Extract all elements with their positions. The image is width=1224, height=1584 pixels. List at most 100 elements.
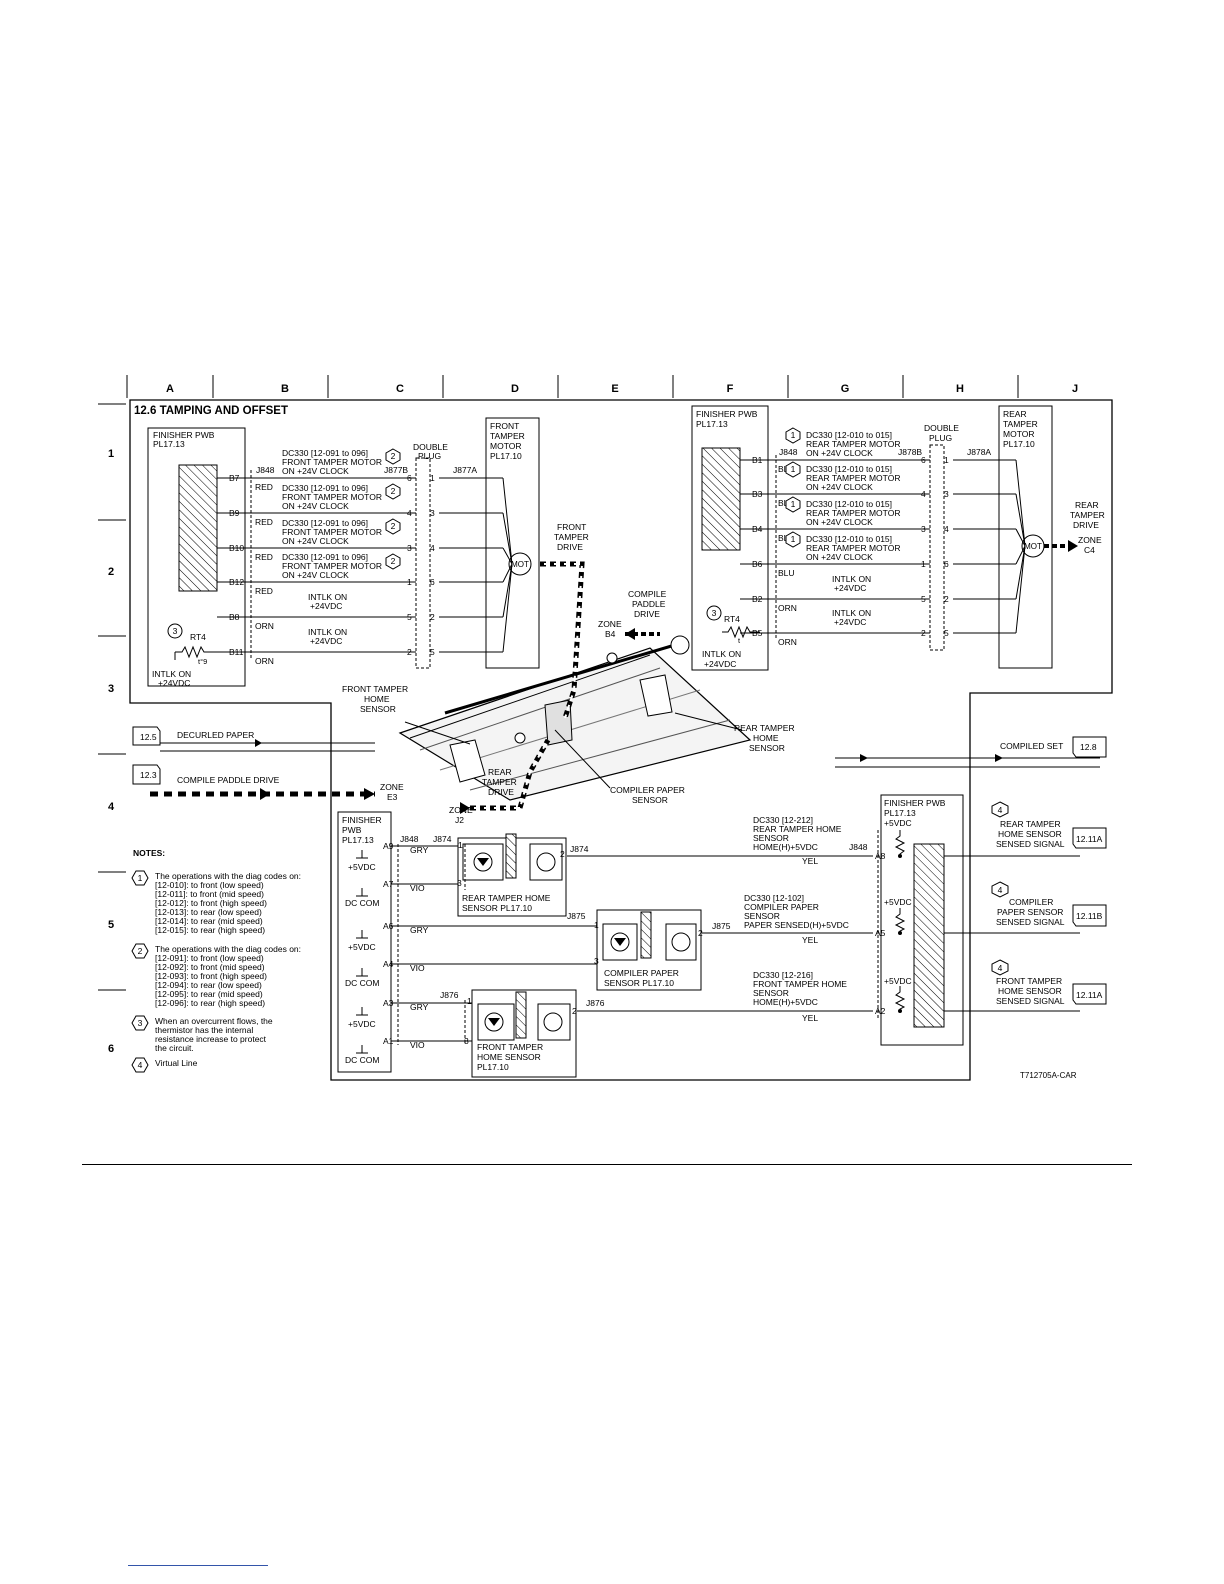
svg-text:SENSOR: SENSOR (753, 988, 789, 998)
footer-link-rule (128, 1565, 268, 1566)
signal-label: REAR TAMPER MOTOR (806, 473, 900, 483)
wire-color: BLU (778, 568, 795, 578)
zone-column-label: D (511, 383, 519, 395)
svg-text:MOTOR: MOTOR (490, 441, 521, 451)
svg-text:t: t (738, 636, 741, 645)
svg-text:1: 1 (458, 840, 463, 850)
svg-text:SENSOR: SENSOR (632, 795, 668, 805)
svg-text:SENSOR PL17.10: SENSOR PL17.10 (462, 903, 532, 913)
plug-pin: 6 (430, 577, 435, 587)
svg-text:4: 4 (998, 885, 1003, 895)
svg-text:PL17.13: PL17.13 (342, 835, 374, 845)
svg-text:SENSOR: SENSOR (753, 833, 789, 843)
note-line: When an overcurrent flows, the (155, 1016, 273, 1026)
svg-text:+5VDC: +5VDC (884, 897, 912, 907)
zone-row-label: 3 (108, 683, 114, 695)
pin-label: B1 (752, 455, 763, 465)
svg-text:FINISHER: FINISHER (342, 815, 382, 825)
zone-column-label: J (1072, 383, 1078, 395)
svg-text:REAR: REAR (488, 767, 512, 777)
signal-label: DC330 [12-091 to 096] (282, 483, 368, 493)
svg-text:DC330 [12-212]: DC330 [12-212] (753, 815, 813, 825)
tamper-home-sensor-circuit: FINISHER PWB PL17.13 J848 J874 J875 J876… (337, 794, 1107, 1078)
svg-text:DC330 [12-216]: DC330 [12-216] (753, 970, 813, 980)
svg-text:J875: J875 (567, 911, 586, 921)
svg-text:TAMPER: TAMPER (490, 431, 525, 441)
svg-text:FINISHER PWB: FINISHER PWB (696, 409, 758, 419)
svg-text:INTLK ON: INTLK ON (702, 649, 741, 659)
drawing-id: T712705A-CAR (1020, 1071, 1077, 1080)
svg-text:FRONT: FRONT (557, 522, 586, 532)
svg-text:REAR TAMPER HOME: REAR TAMPER HOME (462, 893, 551, 903)
svg-text:+24VDC: +24VDC (158, 678, 190, 688)
note-line: [12-015]: to rear (high speed) (155, 925, 265, 935)
svg-text:J875: J875 (712, 921, 731, 931)
svg-text:PL17.10: PL17.10 (477, 1062, 509, 1072)
note-reference-icon (785, 531, 801, 548)
signal-label: ON +24V CLOCK (282, 501, 349, 511)
svg-text:YEL: YEL (802, 856, 818, 866)
svg-text:E3: E3 (387, 792, 398, 802)
intlk-label: +24VDC (310, 601, 342, 611)
pin-label: B3 (752, 489, 763, 499)
svg-text:+24VDC: +24VDC (704, 659, 736, 669)
note-number-icon (131, 1057, 149, 1073)
svg-text:SENSOR PL17.10: SENSOR PL17.10 (604, 978, 674, 988)
note-line: [12-014]: to rear (mid speed) (155, 916, 263, 926)
pin-label: B7 (229, 473, 240, 483)
svg-text:12.5: 12.5 (140, 732, 157, 742)
wire-color: RED (255, 552, 273, 562)
plug-pin: 5 (430, 647, 435, 657)
svg-text:B4: B4 (605, 629, 616, 639)
pin-label: B4 (752, 524, 763, 534)
svg-text:HOME SENSOR: HOME SENSOR (477, 1052, 541, 1062)
svg-text:12.11A: 12.11A (1076, 990, 1103, 1000)
svg-text:RT4: RT4 (190, 632, 206, 642)
plug-pin: 3 (921, 524, 926, 534)
svg-text:TAMPER: TAMPER (554, 532, 589, 542)
svg-text:J848: J848 (256, 465, 275, 475)
svg-text:ZONE: ZONE (598, 619, 622, 629)
signal-label: ON +24V CLOCK (806, 448, 873, 458)
svg-text:SENSED SIGNAL: SENSED SIGNAL (996, 839, 1065, 849)
svg-text:COMPILE: COMPILE (628, 589, 667, 599)
zone-row-label: 5 (108, 919, 114, 931)
svg-text:INTLK ON: INTLK ON (152, 669, 191, 679)
note-number-icon (131, 943, 149, 959)
ground-label: DC COM (345, 978, 379, 988)
svg-text:DOUBLE: DOUBLE (413, 442, 448, 452)
svg-text:REAR TAMPER: REAR TAMPER (734, 723, 795, 733)
svg-text:C4: C4 (1084, 545, 1095, 555)
wire-color: ORN (255, 656, 274, 666)
wire-color: GRY (410, 845, 429, 855)
svg-text:HOME(H)+5VDC: HOME(H)+5VDC (753, 842, 818, 852)
svg-text:J878B: J878B (898, 447, 922, 457)
svg-text:J848: J848 (779, 447, 798, 457)
signal-label: DC330 [12-091 to 096] (282, 448, 368, 458)
note-reference-icon (385, 518, 401, 535)
svg-text:SENSOR: SENSOR (749, 743, 785, 753)
svg-text:HOME SENSOR: HOME SENSOR (998, 986, 1062, 996)
plug-pin: 5 (921, 594, 926, 604)
svg-text:COMPILER PAPER: COMPILER PAPER (744, 902, 819, 912)
svg-text:3: 3 (457, 878, 462, 888)
svg-text:TAMPER: TAMPER (482, 777, 517, 787)
svg-text:3: 3 (138, 1018, 143, 1028)
zone-column-label: F (727, 383, 734, 395)
svg-text:J876: J876 (586, 998, 605, 1008)
svg-text:J2: J2 (455, 815, 464, 825)
ground-label: DC COM (345, 898, 379, 908)
svg-text:PWB: PWB (342, 825, 362, 835)
svg-text:MOTOR: MOTOR (1003, 429, 1034, 439)
svg-text:J874: J874 (433, 834, 452, 844)
svg-text:FRONT TAMPER HOME: FRONT TAMPER HOME (753, 979, 847, 989)
plug-pin: 4 (944, 524, 949, 534)
supply-label: +5VDC (348, 862, 376, 872)
svg-text:2: 2 (391, 521, 396, 531)
wire-color: VIO (410, 1040, 425, 1050)
svg-text:A2: A2 (875, 1006, 886, 1016)
note-line: [12-092]: to front (mid speed) (155, 962, 265, 972)
svg-text:YEL: YEL (802, 935, 818, 945)
plug-pin: 6 (944, 559, 949, 569)
